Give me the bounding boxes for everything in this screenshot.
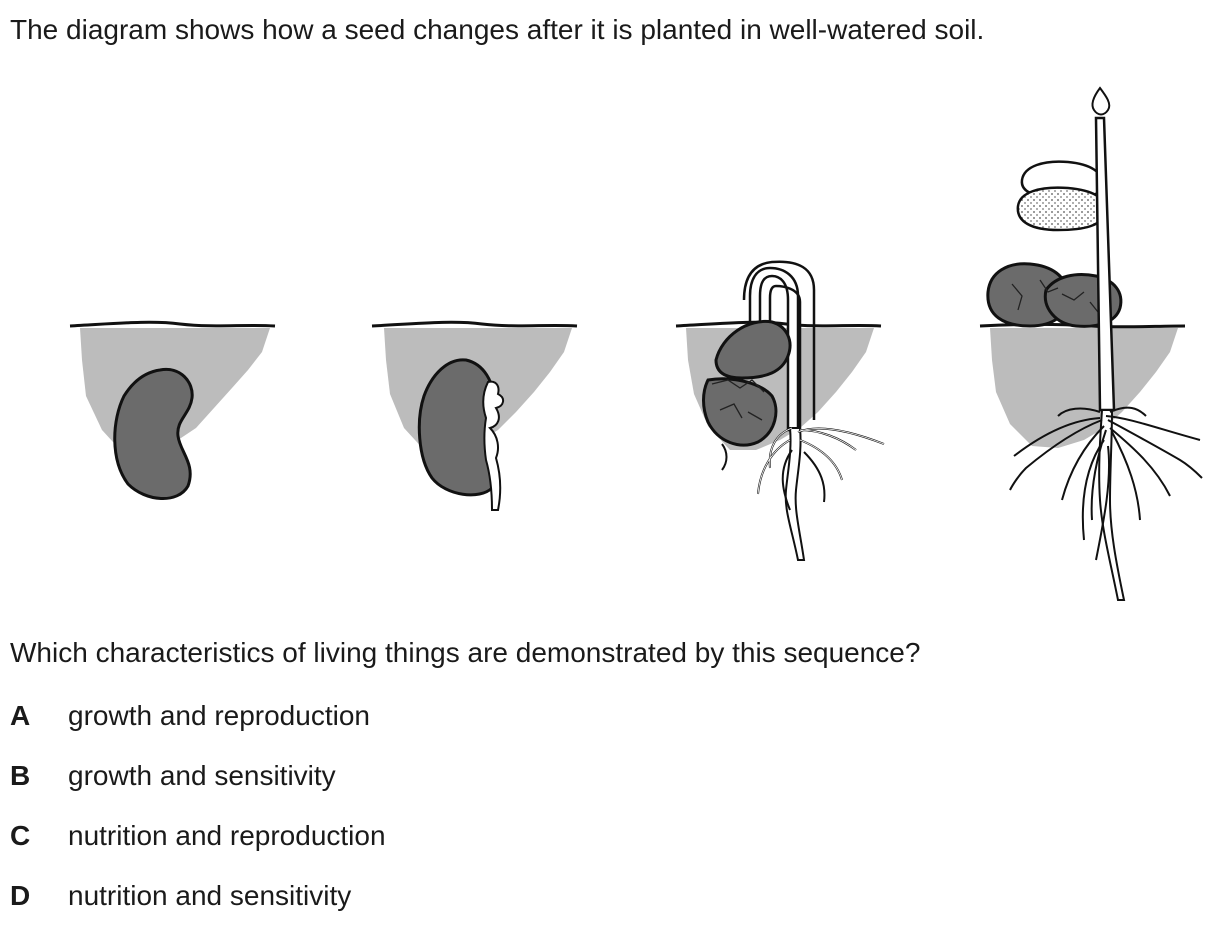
stage-1-seed	[69, 320, 276, 500]
lateral-roots	[1009, 406, 1203, 561]
seed-cracks	[711, 379, 765, 421]
lateral-roots-fill	[757, 427, 885, 495]
seed	[113, 367, 194, 500]
option-letter: C	[10, 820, 31, 851]
soil-surface-line	[69, 320, 276, 328]
soil-surface-line	[371, 320, 578, 328]
radicle	[482, 380, 504, 511]
seed-coat-cracks	[1011, 279, 1099, 313]
cotyledon-lower	[1016, 186, 1108, 232]
hook-inner	[742, 260, 816, 420]
main-root	[1098, 409, 1126, 601]
hook-outline	[748, 266, 800, 430]
stem	[1094, 116, 1116, 412]
stage-4-seedling	[979, 86, 1203, 601]
plumule-bud	[1091, 86, 1111, 116]
option-text: growth and reproduction	[68, 700, 370, 731]
option-text: growth and sensitivity	[68, 760, 336, 791]
option-text: nutrition and sensitivity	[68, 880, 352, 911]
seed-germination-diagram	[69, 86, 1203, 601]
option-letter: A	[10, 700, 31, 731]
option-text: nutrition and reproduction	[68, 820, 386, 851]
seed	[417, 358, 496, 497]
seed-upper-half	[714, 319, 792, 380]
seed-lower-half	[702, 377, 778, 447]
soil-patch	[990, 328, 1178, 448]
stage-3-shoot-emerging	[675, 260, 885, 561]
soil-surface-line	[675, 320, 882, 328]
stage-2-root-emerging	[371, 320, 578, 511]
option-a[interactable]: A growth and reproduction	[10, 700, 386, 760]
main-root	[784, 427, 806, 561]
intro-text: The diagram shows how a seed changes aft…	[10, 14, 985, 45]
option-b[interactable]: B growth and sensitivity	[10, 760, 386, 820]
option-letter: B	[10, 760, 31, 791]
option-d[interactable]: D nutrition and sensitivity	[10, 880, 386, 940]
option-c[interactable]: C nutrition and reproduction	[10, 820, 386, 880]
option-letter: D	[10, 880, 31, 911]
answer-options: A growth and reproduction B growth and s…	[10, 700, 386, 940]
question-text: Which characteristics of living things a…	[10, 637, 921, 668]
